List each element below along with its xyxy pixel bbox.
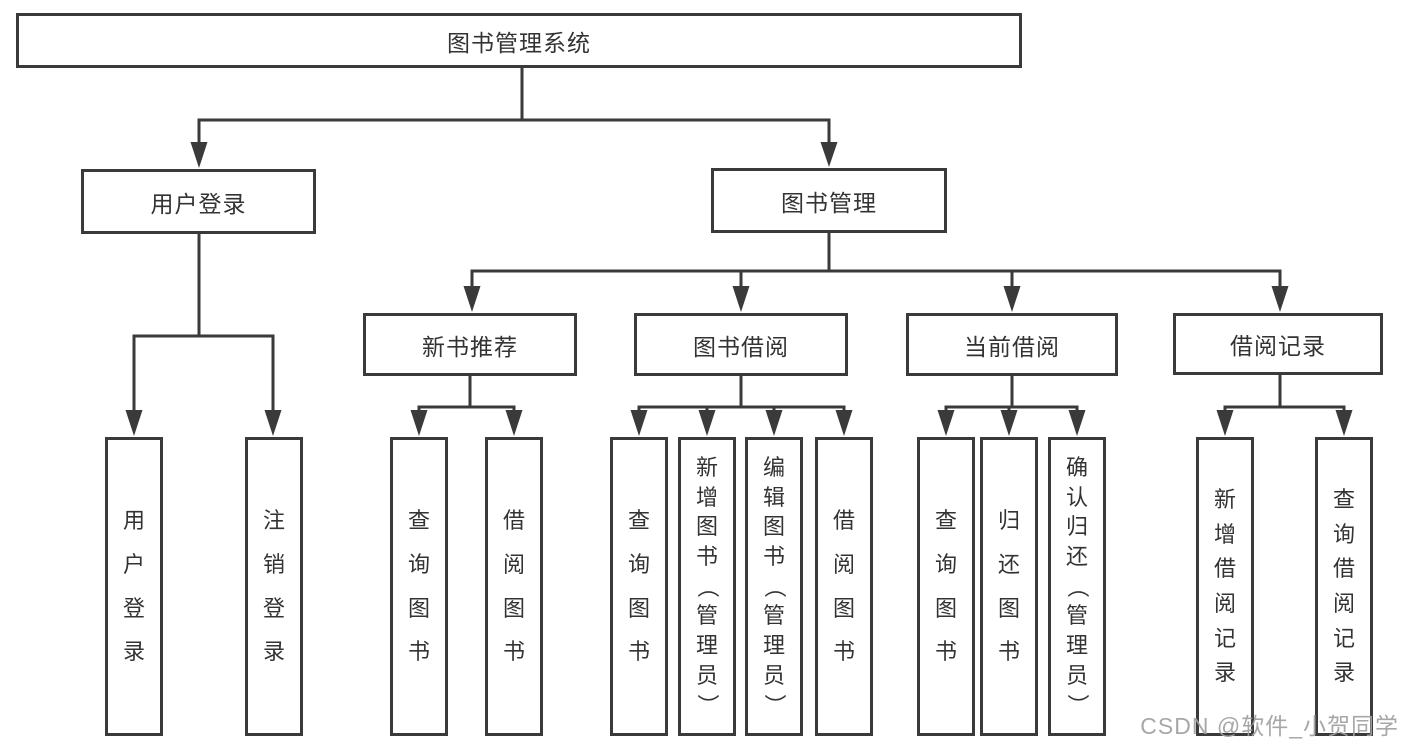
node-user-login: 用户登录 bbox=[81, 169, 316, 234]
node-current-borrowing-label: 当前借阅 bbox=[964, 333, 1060, 360]
node-user-login-label: 用户登录 bbox=[150, 190, 247, 217]
leaf-logout-label: 注销登录 bbox=[262, 508, 285, 665]
leaf-borrow-books-recommend-label: 借阅图书 bbox=[502, 508, 525, 665]
node-book-borrowing: 图书借阅 bbox=[634, 313, 848, 376]
node-book-management: 图书管理 bbox=[711, 168, 947, 233]
csdn-watermark: CSDN @软件_小贺同学 bbox=[1140, 713, 1399, 739]
node-borrowing-records: 借阅记录 bbox=[1173, 313, 1383, 375]
leaf-query-books-recommend-label: 查询图书 bbox=[407, 508, 430, 665]
leaf-user-login-label: 用户登录 bbox=[122, 508, 145, 665]
node-root-library-system: 图书管理系统 bbox=[16, 13, 1022, 68]
leaf-add-books-admin-label: 新增图书（管理员） bbox=[694, 454, 720, 717]
leaf-query-books-current: 查询图书 bbox=[917, 437, 975, 736]
leaf-query-borrow-record: 查询借阅记录 bbox=[1315, 437, 1373, 736]
leaf-confirm-return-admin: 确认归还（管理员） bbox=[1048, 437, 1106, 736]
leaf-add-borrow-record: 新增借阅记录 bbox=[1196, 437, 1254, 736]
leaf-query-borrow-record-label: 查询借阅记录 bbox=[1332, 486, 1355, 686]
leaf-query-books-recommend: 查询图书 bbox=[390, 437, 448, 736]
leaf-borrow-books-label: 借阅图书 bbox=[832, 508, 855, 665]
leaf-query-books-borrowing-label: 查询图书 bbox=[627, 508, 650, 665]
leaf-add-borrow-record-label: 新增借阅记录 bbox=[1213, 486, 1236, 686]
node-current-borrowing: 当前借阅 bbox=[906, 313, 1118, 376]
node-book-borrowing-label: 图书借阅 bbox=[693, 333, 789, 360]
leaf-query-books-borrowing: 查询图书 bbox=[610, 437, 668, 736]
leaf-logout: 注销登录 bbox=[245, 437, 303, 736]
leaf-edit-books-admin: 编辑图书（管理员） bbox=[745, 437, 803, 736]
leaf-return-books: 归还图书 bbox=[980, 437, 1038, 736]
node-new-book-recommendation-label: 新书推荐 bbox=[422, 333, 518, 360]
node-new-book-recommendation: 新书推荐 bbox=[363, 313, 577, 376]
leaf-confirm-return-admin-label: 确认归还（管理员） bbox=[1064, 454, 1090, 717]
leaf-borrow-books-recommend: 借阅图书 bbox=[485, 437, 543, 736]
leaf-return-books-label: 归还图书 bbox=[997, 508, 1020, 665]
leaf-query-books-current-label: 查询图书 bbox=[934, 508, 957, 665]
leaf-add-books-admin: 新增图书（管理员） bbox=[678, 437, 736, 736]
node-root-label: 图书管理系统 bbox=[447, 29, 591, 56]
leaf-edit-books-admin-label: 编辑图书（管理员） bbox=[761, 454, 787, 717]
leaf-user-login: 用户登录 bbox=[105, 437, 163, 736]
leaf-borrow-books: 借阅图书 bbox=[815, 437, 873, 736]
node-book-management-label: 图书管理 bbox=[781, 189, 877, 216]
node-borrowing-records-label: 借阅记录 bbox=[1230, 333, 1326, 359]
